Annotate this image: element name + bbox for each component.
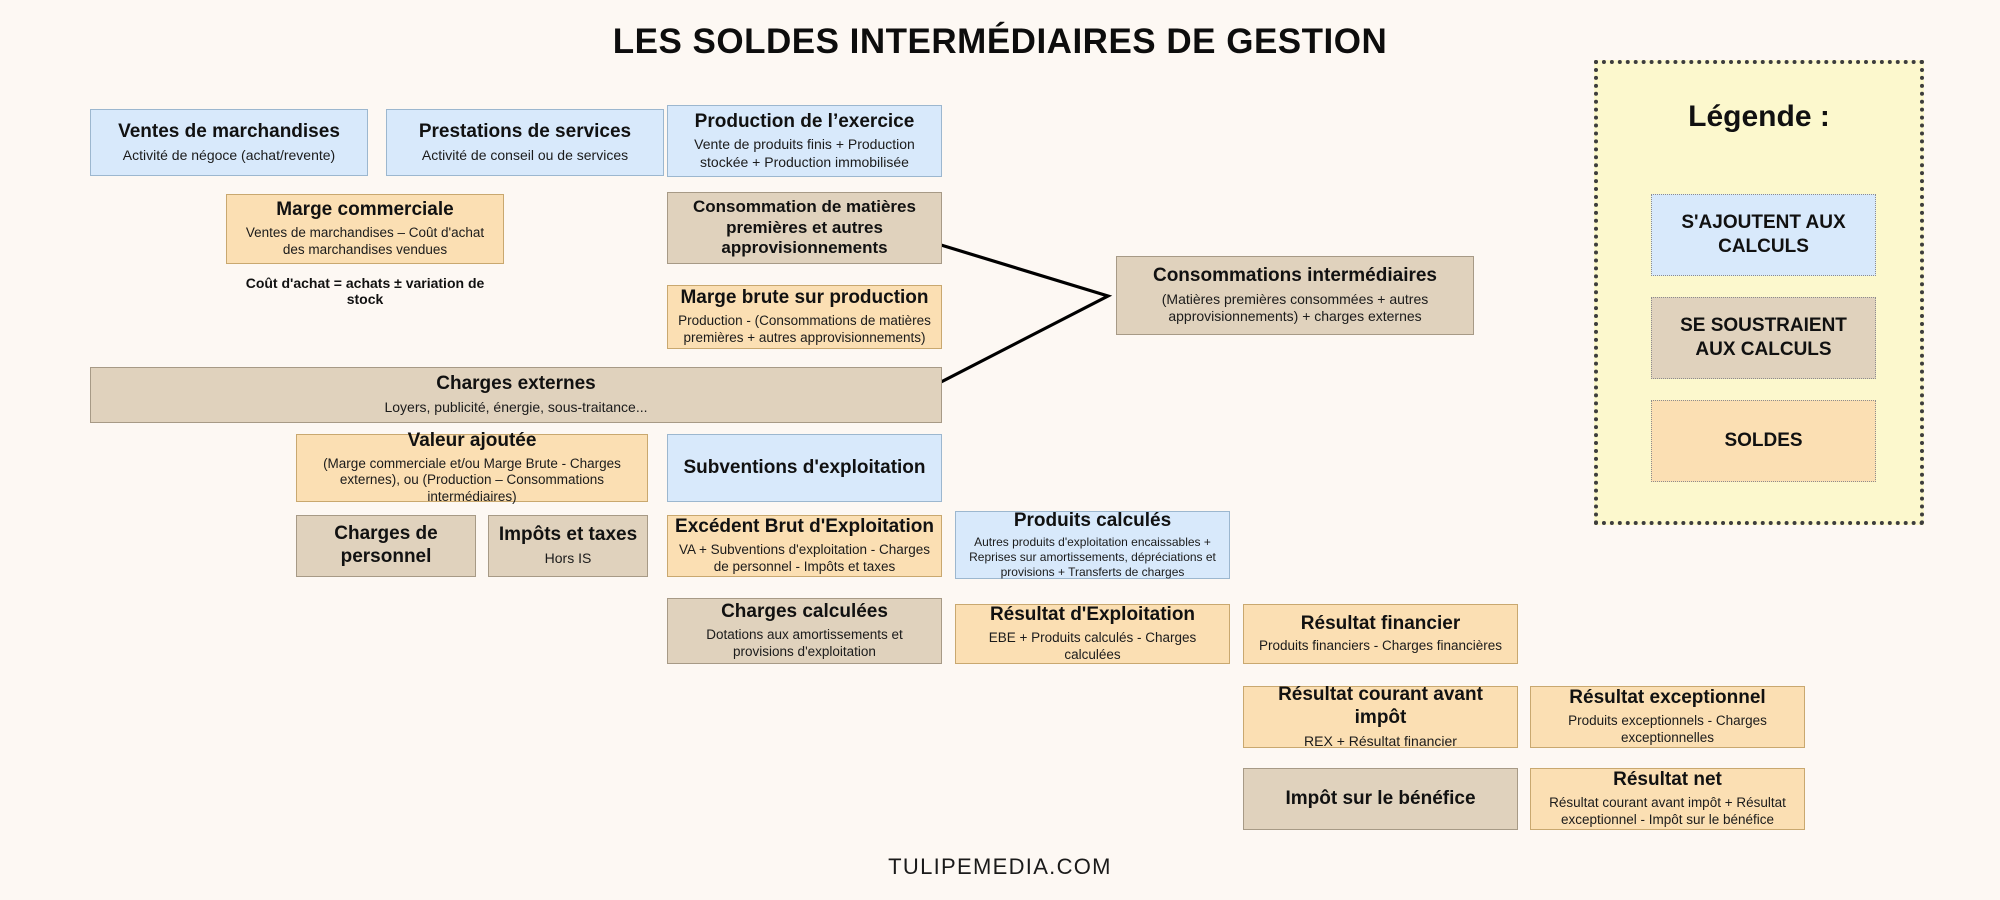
box-subtitle: Hors IS [544, 550, 592, 567]
box-consommation-de-matieres-premieres: Consommation de matières premières et au… [667, 192, 942, 264]
box-subtitle: VA + Subventions d'exploitation - Charge… [678, 542, 931, 574]
box-subtitle: REX + Résultat financier [1304, 732, 1457, 749]
box-marge-commerciale: Marge commerciale Ventes de marchandises… [226, 194, 504, 264]
box-title: Impôt sur le bénéfice [1285, 787, 1476, 809]
box-title: Produits calculés [1013, 509, 1172, 531]
box-subtitle: Ventes de marchandises – Coût d'achat de… [245, 225, 485, 257]
legend-item-label: SOLDES [1724, 430, 1803, 452]
box-title: Prestations de services [418, 120, 632, 142]
box-impots-et-taxes: Impôts et taxes Hors IS [488, 515, 648, 577]
legend-title: Légende : [1688, 100, 1830, 133]
box-subtitle: Autres produits d'exploitation encaissab… [969, 535, 1216, 580]
box-subtitle: Loyers, publicité, énergie, sous-traitan… [384, 399, 648, 416]
legend-item-solde: SOLDES [1651, 400, 1876, 482]
box-consommations-intermediaires: Consommations intermédiaires (Matières p… [1116, 256, 1474, 335]
legend-item-label: S'AJOUTENT AUX CALCULS [1681, 212, 1846, 257]
box-subtitle: (Matières premières consommées + autres … [1161, 290, 1429, 325]
box-title: Consommation de matières premières et au… [693, 197, 916, 258]
box-subtitle: EBE + Produits calculés - Charges calcul… [988, 630, 1197, 662]
box-title: Résultat financier [1300, 612, 1461, 634]
box-prestations-de-services: Prestations de services Activité de cons… [386, 109, 664, 176]
box-resultat-exceptionnel: Résultat exceptionnel Produits exception… [1530, 686, 1805, 748]
note-text: Coût d'achat = achats ± variation de sto… [245, 275, 485, 307]
box-title: Ventes de marchandises [118, 120, 340, 142]
box-subtitle: Production - (Consommations de matières … [678, 313, 931, 345]
box-title: Marge brute sur production [680, 287, 929, 309]
cout-dachat-note: Coût d'achat = achats ± variation de sto… [226, 275, 504, 307]
box-subtitle: Produits exceptionnels - Charges excepti… [1568, 713, 1767, 745]
box-resultat-courant-avant-impot: Résultat courant avant impôt REX + Résul… [1243, 683, 1518, 749]
box-title: Charges externes [436, 373, 596, 395]
box-subtitle: (Marge commerciale et/ou Marge Brute - C… [323, 455, 621, 505]
box-title: Marge commerciale [276, 199, 454, 221]
legend-item-label: SE SOUSTRAIENT AUX CALCULS [1680, 315, 1847, 360]
legend-item-add: S'AJOUTENT AUX CALCULS [1651, 194, 1876, 276]
box-charges-externes: Charges externes Loyers, publicité, éner… [90, 367, 942, 423]
box-title: Valeur ajoutée [407, 429, 537, 451]
box-subtitle: Vente de produits finis + Production sto… [694, 136, 915, 170]
box-excedent-brut-dexploitation: Excédent Brut d'Exploitation VA + Subven… [667, 515, 942, 577]
box-title: Charges calculées [721, 601, 888, 623]
box-title: Production de l’exercice [694, 110, 915, 132]
box-resultat-net: Résultat net Résultat courant avant impô… [1530, 768, 1805, 830]
box-charges-calculees: Charges calculées Dotations aux amortiss… [667, 598, 942, 664]
box-title: Résultat exceptionnel [1569, 687, 1766, 709]
legend-panel: Légende : S'AJOUTENT AUX CALCULS SE SOUS… [1594, 60, 1924, 525]
box-subtitle: Produits financiers - Charges financière… [1258, 638, 1503, 654]
box-subtitle: Activité de conseil ou de services [421, 146, 629, 163]
box-ventes-de-marchandises: Ventes de marchandises Activité de négoc… [90, 109, 368, 176]
box-subtitle: Résultat courant avant impôt + Résultat … [1549, 795, 1786, 827]
legend-item-subtract: SE SOUSTRAIENT AUX CALCULS [1651, 297, 1876, 379]
box-produits-calcules: Produits calculés Autres produits d'expl… [955, 509, 1230, 580]
box-title: Subventions d'exploitation [683, 456, 926, 478]
box-title: Résultat net [1613, 769, 1722, 791]
box-resultat-financier: Résultat financier Produits financiers -… [1243, 604, 1518, 664]
footer-brand: TULIPEMEDIA.COM [888, 854, 1112, 879]
box-charges-de-personnel: Charges de personnel [296, 515, 476, 577]
box-impot-sur-le-benefice: Impôt sur le bénéfice [1243, 768, 1518, 830]
box-production-de-lexercice: Production de l’exercice Vente de produi… [667, 105, 942, 177]
box-title: Impôts et taxes [498, 524, 638, 546]
box-valeur-ajoutee: Valeur ajoutée (Marge commerciale et/ou … [296, 430, 648, 504]
box-marge-brute-sur-production: Marge brute sur production Production - … [667, 285, 942, 349]
box-subventions-dexploitation: Subventions d'exploitation [667, 434, 942, 502]
box-title: Résultat d'Exploitation [989, 604, 1196, 626]
box-resultat-dexploitation: Résultat d'Exploitation EBE + Produits c… [955, 604, 1230, 664]
box-title: Charges de personnel [334, 523, 438, 567]
box-title: Excédent Brut d'Exploitation [675, 516, 934, 538]
box-title: Résultat courant avant impôt [1278, 683, 1483, 728]
box-title: Consommations intermédiaires [1152, 265, 1438, 287]
page-title: LES SOLDES INTERMÉDIAIRES DE GESTION [612, 22, 1388, 61]
box-subtitle: Dotations aux amortissements et provisio… [706, 627, 903, 659]
box-subtitle: Activité de négoce (achat/revente) [122, 146, 336, 163]
